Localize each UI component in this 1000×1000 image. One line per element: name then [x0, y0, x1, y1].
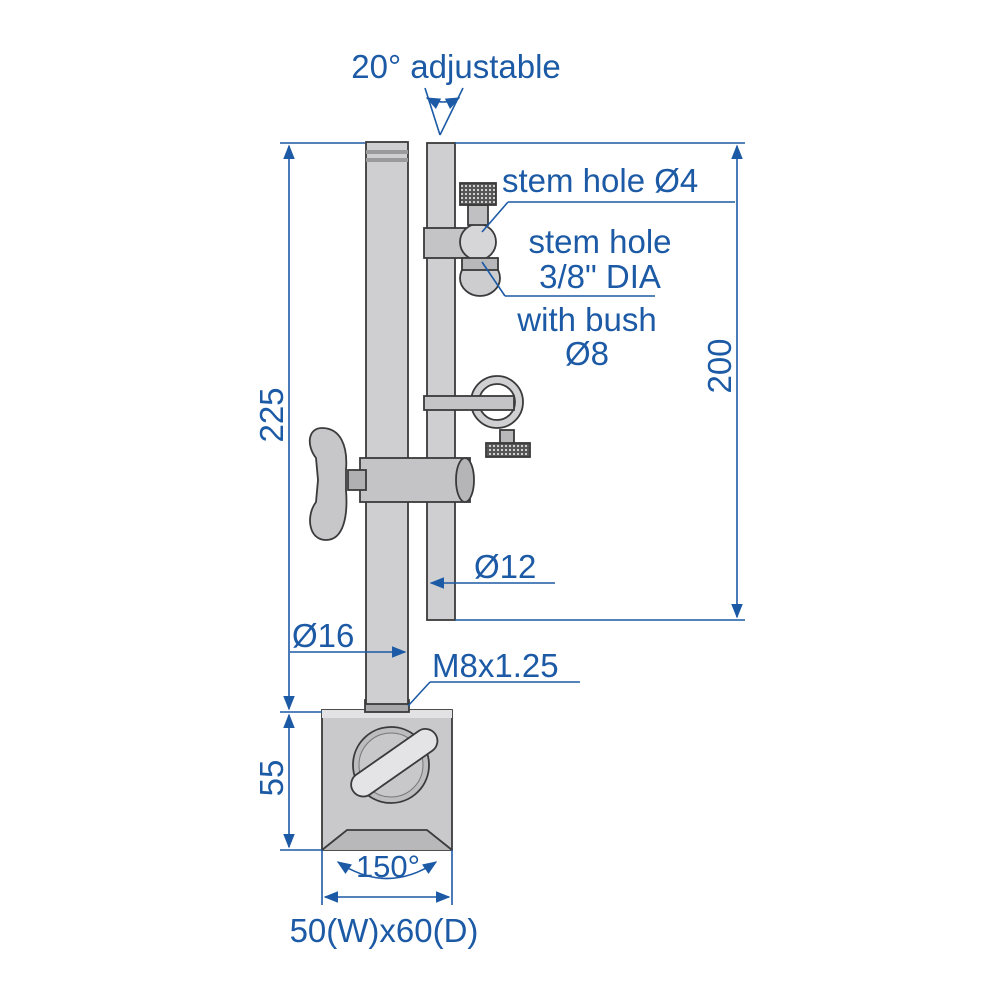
stem-hole-small-label: stem hole Ø4: [502, 162, 698, 199]
thread-label: M8x1.25: [432, 647, 559, 684]
total-height-label: 225: [253, 387, 290, 442]
base-height-label: 55: [253, 760, 290, 797]
knurled-screw-icon[interactable]: [459, 182, 497, 206]
magnet-switch-icon[interactable]: [346, 724, 442, 804]
arm-length-label: 200: [701, 338, 738, 393]
stem-holder-upper: [423, 204, 501, 297]
stem-holder-lower: [423, 375, 524, 445]
stem-hole-label-line1: stem hole: [528, 223, 671, 260]
clamp-knob-icon[interactable]: [308, 427, 348, 541]
arm-diameter-label: Ø12: [474, 548, 536, 585]
main-post: [364, 141, 410, 713]
arm-rod: [426, 142, 456, 621]
stem-hole-label-line2: 3/8" DIA: [539, 258, 661, 295]
adjust-angle-label: 20° adjustable: [351, 48, 561, 85]
bush-label-line1: with bush: [516, 301, 656, 338]
base-size-label: 50(W)x60(D): [290, 912, 479, 949]
vee-angle-label: 150°: [356, 849, 420, 884]
bush-label-line2: Ø8: [565, 335, 609, 372]
post-diameter-label: Ø16: [292, 617, 354, 654]
cross-clamp: [347, 457, 475, 503]
dimension-lines: [280, 87, 745, 905]
knurled-screw-icon[interactable]: [485, 442, 531, 458]
